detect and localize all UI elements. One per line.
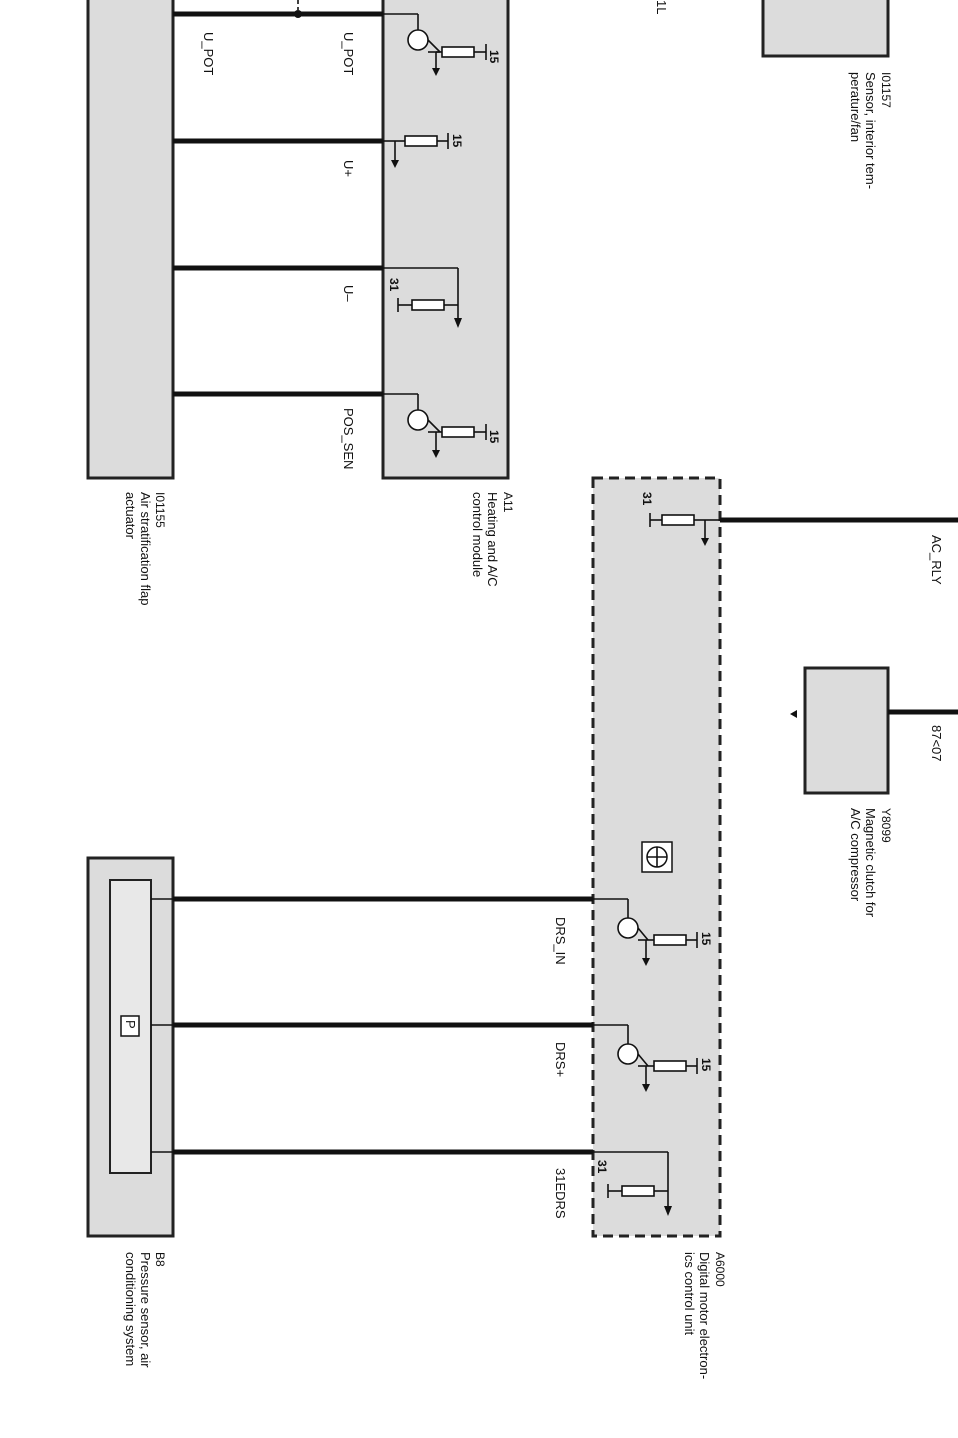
svg-text:A/C compressor: A/C compressor <box>848 808 863 902</box>
signal-87-07: 87<07 <box>929 725 944 762</box>
signal-drs-plus: DRS+ <box>553 1042 568 1077</box>
pin-a11-4: 15 <box>487 430 501 444</box>
a11-resistor-u-minus <box>383 267 462 328</box>
ground-arrow <box>790 710 797 718</box>
svg-text:Sensor, interior tem-: Sensor, interior tem- <box>863 72 878 189</box>
svg-text:actuator: actuator <box>123 492 138 540</box>
a11-transistor-u-pot <box>383 13 487 76</box>
pin-a11-2: 15 <box>450 134 464 148</box>
pin-a6000-drs-31: 31 <box>595 1160 609 1174</box>
svg-text:Pressure sensor, air: Pressure sensor, air <box>138 1252 153 1368</box>
svg-text:I01157: I01157 <box>879 72 893 108</box>
svg-text:A11: A11 <box>501 492 515 513</box>
svg-text:B8: B8 <box>153 1252 167 1267</box>
pin-a11-1: 15 <box>487 50 501 64</box>
svg-text:ics control unit: ics control unit <box>682 1252 697 1335</box>
pin-a6000-ac: 31 <box>640 492 654 506</box>
a6000-resistor-31edrs <box>593 1151 672 1216</box>
svg-text:I01155: I01155 <box>153 492 167 528</box>
signal-drs-in: DRS_IN <box>553 917 568 965</box>
pin-a11-3: 31 <box>387 278 401 292</box>
a6000-transistor-drs-in <box>593 898 698 966</box>
signal-u-pot-right: U_POT <box>341 32 356 75</box>
a6000-resistor-ac-rly <box>649 513 720 546</box>
dme-symbol-icon <box>641 841 673 873</box>
pressure-symbol-label: P <box>123 1020 138 1029</box>
signal-top-partial: 1L <box>654 0 669 14</box>
svg-text:Digital motor electron-: Digital motor electron- <box>697 1252 712 1379</box>
splice-dot <box>294 10 302 18</box>
signal-pos-sen: POS_SEN <box>341 408 356 469</box>
pressure-symbol-box <box>120 1015 140 1037</box>
interior-temperature-sensor-box <box>761 0 890 58</box>
label-i01155: I01155 Air stratification flap actuator <box>123 492 167 605</box>
svg-text:Magnetic clutch for: Magnetic clutch for <box>863 808 878 918</box>
svg-text:Heating and A/C: Heating and A/C <box>485 492 500 587</box>
a6000-transistor-drs-plus <box>593 1024 698 1092</box>
svg-text:Y8099: Y8099 <box>879 808 893 843</box>
label-a11: A11 Heating and A/C control module <box>470 492 515 587</box>
pin-a6000-drs-plus: 15 <box>699 1058 713 1072</box>
signal-u-plus: U+ <box>341 160 356 177</box>
signal-u-minus: U– <box>341 285 356 302</box>
magnetic-clutch-box <box>803 666 890 795</box>
label-b8: B8 Pressure sensor, air conditioning sys… <box>123 1252 167 1368</box>
svg-text:Air stratification flap: Air stratification flap <box>138 492 153 605</box>
svg-text:perature/fan: perature/fan <box>848 72 863 142</box>
svg-text:conditioning system: conditioning system <box>123 1252 138 1366</box>
svg-text:control module: control module <box>470 492 485 577</box>
label-a6000: A6000 Digital motor electron- ics contro… <box>682 1252 727 1379</box>
label-y8099: Y8099 Magnetic clutch for A/C compressor <box>848 808 893 918</box>
signal-31edrs: 31EDRS <box>553 1168 568 1219</box>
label-i01157: I01157 Sensor, interior tem- perature/fa… <box>848 72 893 189</box>
pin-a6000-drs-in: 15 <box>699 932 713 946</box>
a11-resistor-u-plus <box>383 133 449 168</box>
svg-text:A6000: A6000 <box>713 1252 727 1287</box>
a11-transistor-pos-sen <box>383 393 487 458</box>
air-stratification-flap-actuator-box <box>86 0 175 480</box>
signal-u-pot-left: U_POT <box>201 32 216 75</box>
signal-ac-rly: AC_RLY <box>929 535 944 585</box>
heating-ac-control-module-box <box>381 0 510 480</box>
